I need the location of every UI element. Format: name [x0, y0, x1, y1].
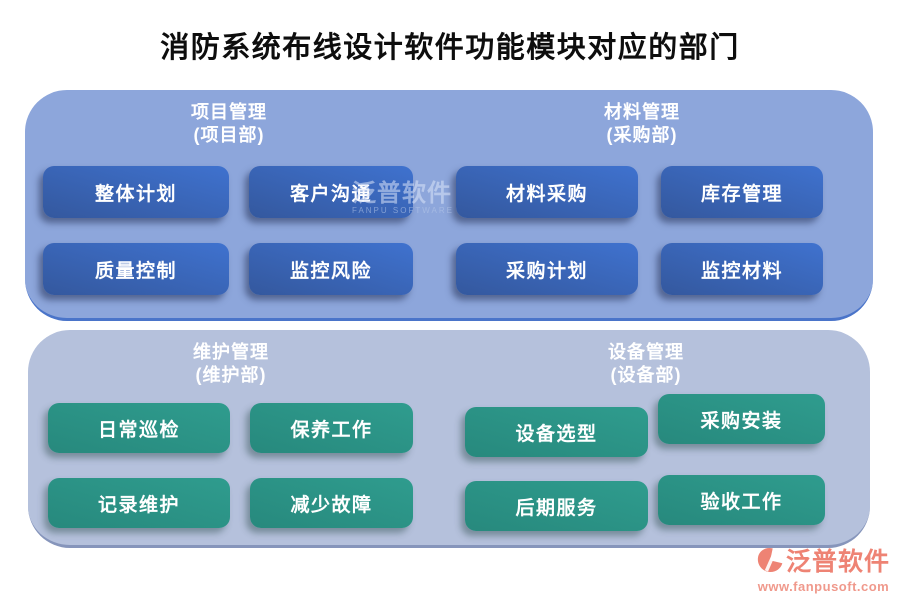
module-button-purchase-installation[interactable]: 采购安装: [658, 394, 825, 444]
section-dept: (项目部): [193, 125, 265, 146]
module-button-material-purchase[interactable]: 材料采购: [456, 166, 638, 218]
section-maintenance-management: 维护管理 (维护部) 日常巡检 保养工作 记录维护 减少故障: [48, 330, 414, 545]
section-dept: (维护部): [195, 365, 267, 386]
module-button-purchase-plan[interactable]: 采购计划: [456, 243, 638, 295]
module-button-equipment-selection[interactable]: 设备选型: [465, 407, 648, 457]
panel-management-blue: 项目管理 (项目部) 整体计划 客户沟通 质量控制 监控风险 材料管理 (采购部…: [25, 90, 873, 321]
section-dept: (设备部): [610, 365, 682, 386]
module-button-quality-control[interactable]: 质量控制: [43, 243, 229, 295]
section-project-management: 项目管理 (项目部) 整体计划 客户沟通 质量控制 监控风险: [43, 90, 415, 318]
fanpu-logo-icon: [757, 547, 783, 573]
vendor-logo: 泛普软件 www.fanpusoft.com: [757, 542, 890, 594]
panel-management-teal: 维护管理 (维护部) 日常巡检 保养工作 记录维护 减少故障 设备管理 (设备部…: [28, 330, 870, 548]
page-title: 消防系统布线设计软件功能模块对应的部门: [160, 32, 740, 64]
module-button-reduce-failures[interactable]: 减少故障: [250, 478, 413, 528]
module-button-record-maintenance[interactable]: 记录维护: [48, 478, 230, 528]
module-button-overall-plan[interactable]: 整体计划: [43, 166, 229, 218]
module-button-risk-monitoring[interactable]: 监控风险: [249, 243, 413, 295]
module-button-maintenance-work[interactable]: 保养工作: [250, 403, 413, 453]
vendor-url: www.fanpusoft.com: [757, 579, 890, 594]
section-title: 设备管理: [608, 342, 684, 362]
button-grid: 设备选型 采购安装 后期服务 验收工作: [465, 394, 825, 531]
section-title: 材料管理: [604, 102, 680, 122]
section-equipment-management: 设备管理 (设备部) 设备选型 采购安装 后期服务 验收工作: [465, 330, 827, 545]
module-button-material-monitoring[interactable]: 监控材料: [661, 243, 823, 295]
module-button-inventory-management[interactable]: 库存管理: [661, 166, 823, 218]
vendor-brand-name: 泛普软件: [785, 548, 890, 576]
module-button-after-sales-service[interactable]: 后期服务: [465, 481, 648, 531]
module-button-daily-inspection[interactable]: 日常巡检: [48, 403, 230, 453]
module-button-customer-communication[interactable]: 客户沟通: [249, 166, 413, 218]
section-dept: (采购部): [606, 125, 678, 146]
section-material-management: 材料管理 (采购部) 材料采购 库存管理 采购计划 监控材料: [456, 90, 828, 318]
button-grid: 日常巡检 保养工作 记录维护 减少故障: [48, 403, 413, 528]
module-button-acceptance-work[interactable]: 验收工作: [658, 475, 825, 525]
section-title: 维护管理: [193, 342, 269, 362]
section-title: 项目管理: [191, 102, 267, 122]
button-grid: 材料采购 库存管理 采购计划 监控材料: [456, 166, 823, 295]
button-grid: 整体计划 客户沟通 质量控制 监控风险: [43, 166, 413, 295]
